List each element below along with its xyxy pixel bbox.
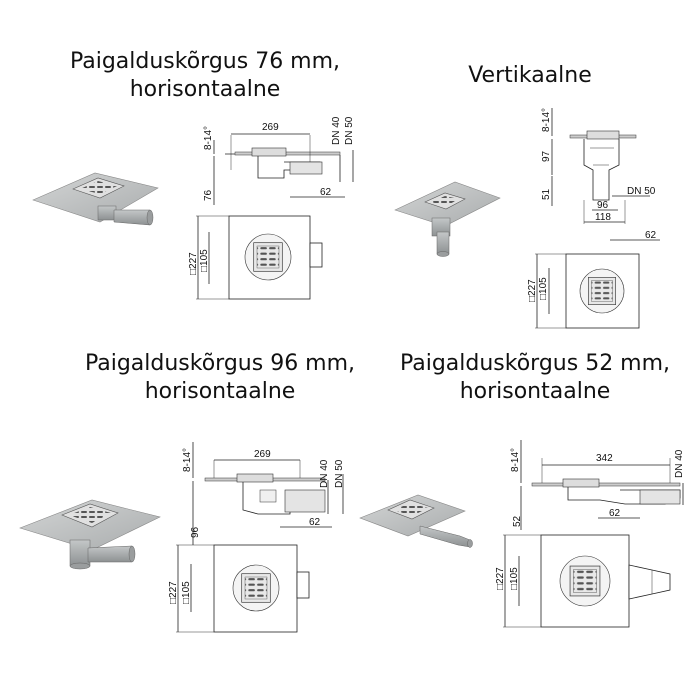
dim-width-96: 96 — [597, 200, 609, 211]
dim-install-height: 51 — [541, 188, 552, 200]
dim-dn40: DN 40 — [331, 116, 342, 145]
dim-outlet: 62 — [320, 187, 332, 198]
product-render-96mm — [19, 499, 161, 570]
title-line: Vertikaalne — [468, 63, 592, 88]
dim-dn40: DN 40 — [319, 459, 330, 488]
side-view-vertical: 8-14° 97 51 DN 50 96 118 — [541, 108, 656, 224]
dim-outlet: 62 — [609, 508, 621, 519]
product-render-76mm — [32, 172, 159, 226]
dim-dn50: DN 50 — [334, 459, 345, 488]
product-render-52mm — [359, 494, 473, 548]
product-render-vertical — [394, 181, 501, 257]
dim-length: 269 — [254, 449, 271, 460]
dim-length: 342 — [596, 453, 613, 464]
dim-outer: □227 — [168, 581, 179, 604]
side-view-52mm: 342 8-14° 52 DN 40 62 — [510, 440, 685, 530]
dim-install-height: 52 — [512, 515, 523, 527]
side-view-96mm: 269 8-14° 96 DN 40 DN 50 62 — [182, 442, 345, 545]
dim-body: 97 — [541, 150, 552, 162]
dim-length: 269 — [262, 122, 279, 133]
title-line: Paigalduskõrgus 96 mm, — [84, 351, 356, 376]
top-view-96mm: □227 □105 — [168, 544, 310, 633]
dim-outer: □227 — [495, 567, 506, 590]
title-line: Paigalduskõrgus 52 mm, — [399, 351, 671, 376]
section-title-76mm: Paigalduskõrgus 76 mm, horisontaalne — [30, 48, 380, 104]
dim-outlet: 62 — [309, 517, 321, 528]
section-title-vertical: Vertikaalne — [430, 62, 630, 90]
dim-dn40: DN 40 — [674, 449, 685, 478]
section-title-96mm: Paigalduskõrgus 96 mm, horisontaalne — [45, 350, 395, 406]
dim-inner: □105 — [181, 581, 192, 604]
top-view-vertical: 62 □227 □105 — [527, 230, 660, 329]
top-view-52mm: □227 □105 — [495, 534, 671, 628]
dim-angle: 8-14° — [510, 448, 521, 472]
dim-inner: □105 — [509, 567, 520, 590]
dim-inner: □105 — [538, 277, 549, 300]
title-line: horisontaalne — [144, 379, 296, 404]
dim-outlet: 62 — [645, 230, 657, 241]
dim-angle: 8-14° — [203, 126, 214, 150]
dim-install-height: 96 — [190, 526, 201, 538]
dim-inner: □105 — [199, 249, 210, 272]
dim-angle: 8-14° — [541, 108, 552, 132]
title-line: horisontaalne — [459, 379, 611, 404]
dim-dn50: DN 50 — [344, 116, 355, 145]
title-line: Paigalduskõrgus 76 mm, — [69, 49, 341, 74]
dim-install-height: 76 — [203, 189, 214, 201]
dim-width-118: 118 — [595, 212, 611, 223]
side-view-76mm: 269 8-14° 76 DN 40 DN 50 62 — [203, 116, 355, 205]
section-title-52mm: Paigalduskõrgus 52 mm, horisontaalne — [370, 350, 700, 406]
dim-dn50: DN 50 — [627, 186, 656, 197]
top-view-76mm: □227 □105 — [188, 215, 323, 300]
dim-angle: 8-14° — [182, 448, 193, 472]
title-line: horisontaalne — [129, 77, 281, 102]
dim-outer: □227 — [527, 279, 538, 302]
dim-outer: □227 — [188, 252, 199, 275]
